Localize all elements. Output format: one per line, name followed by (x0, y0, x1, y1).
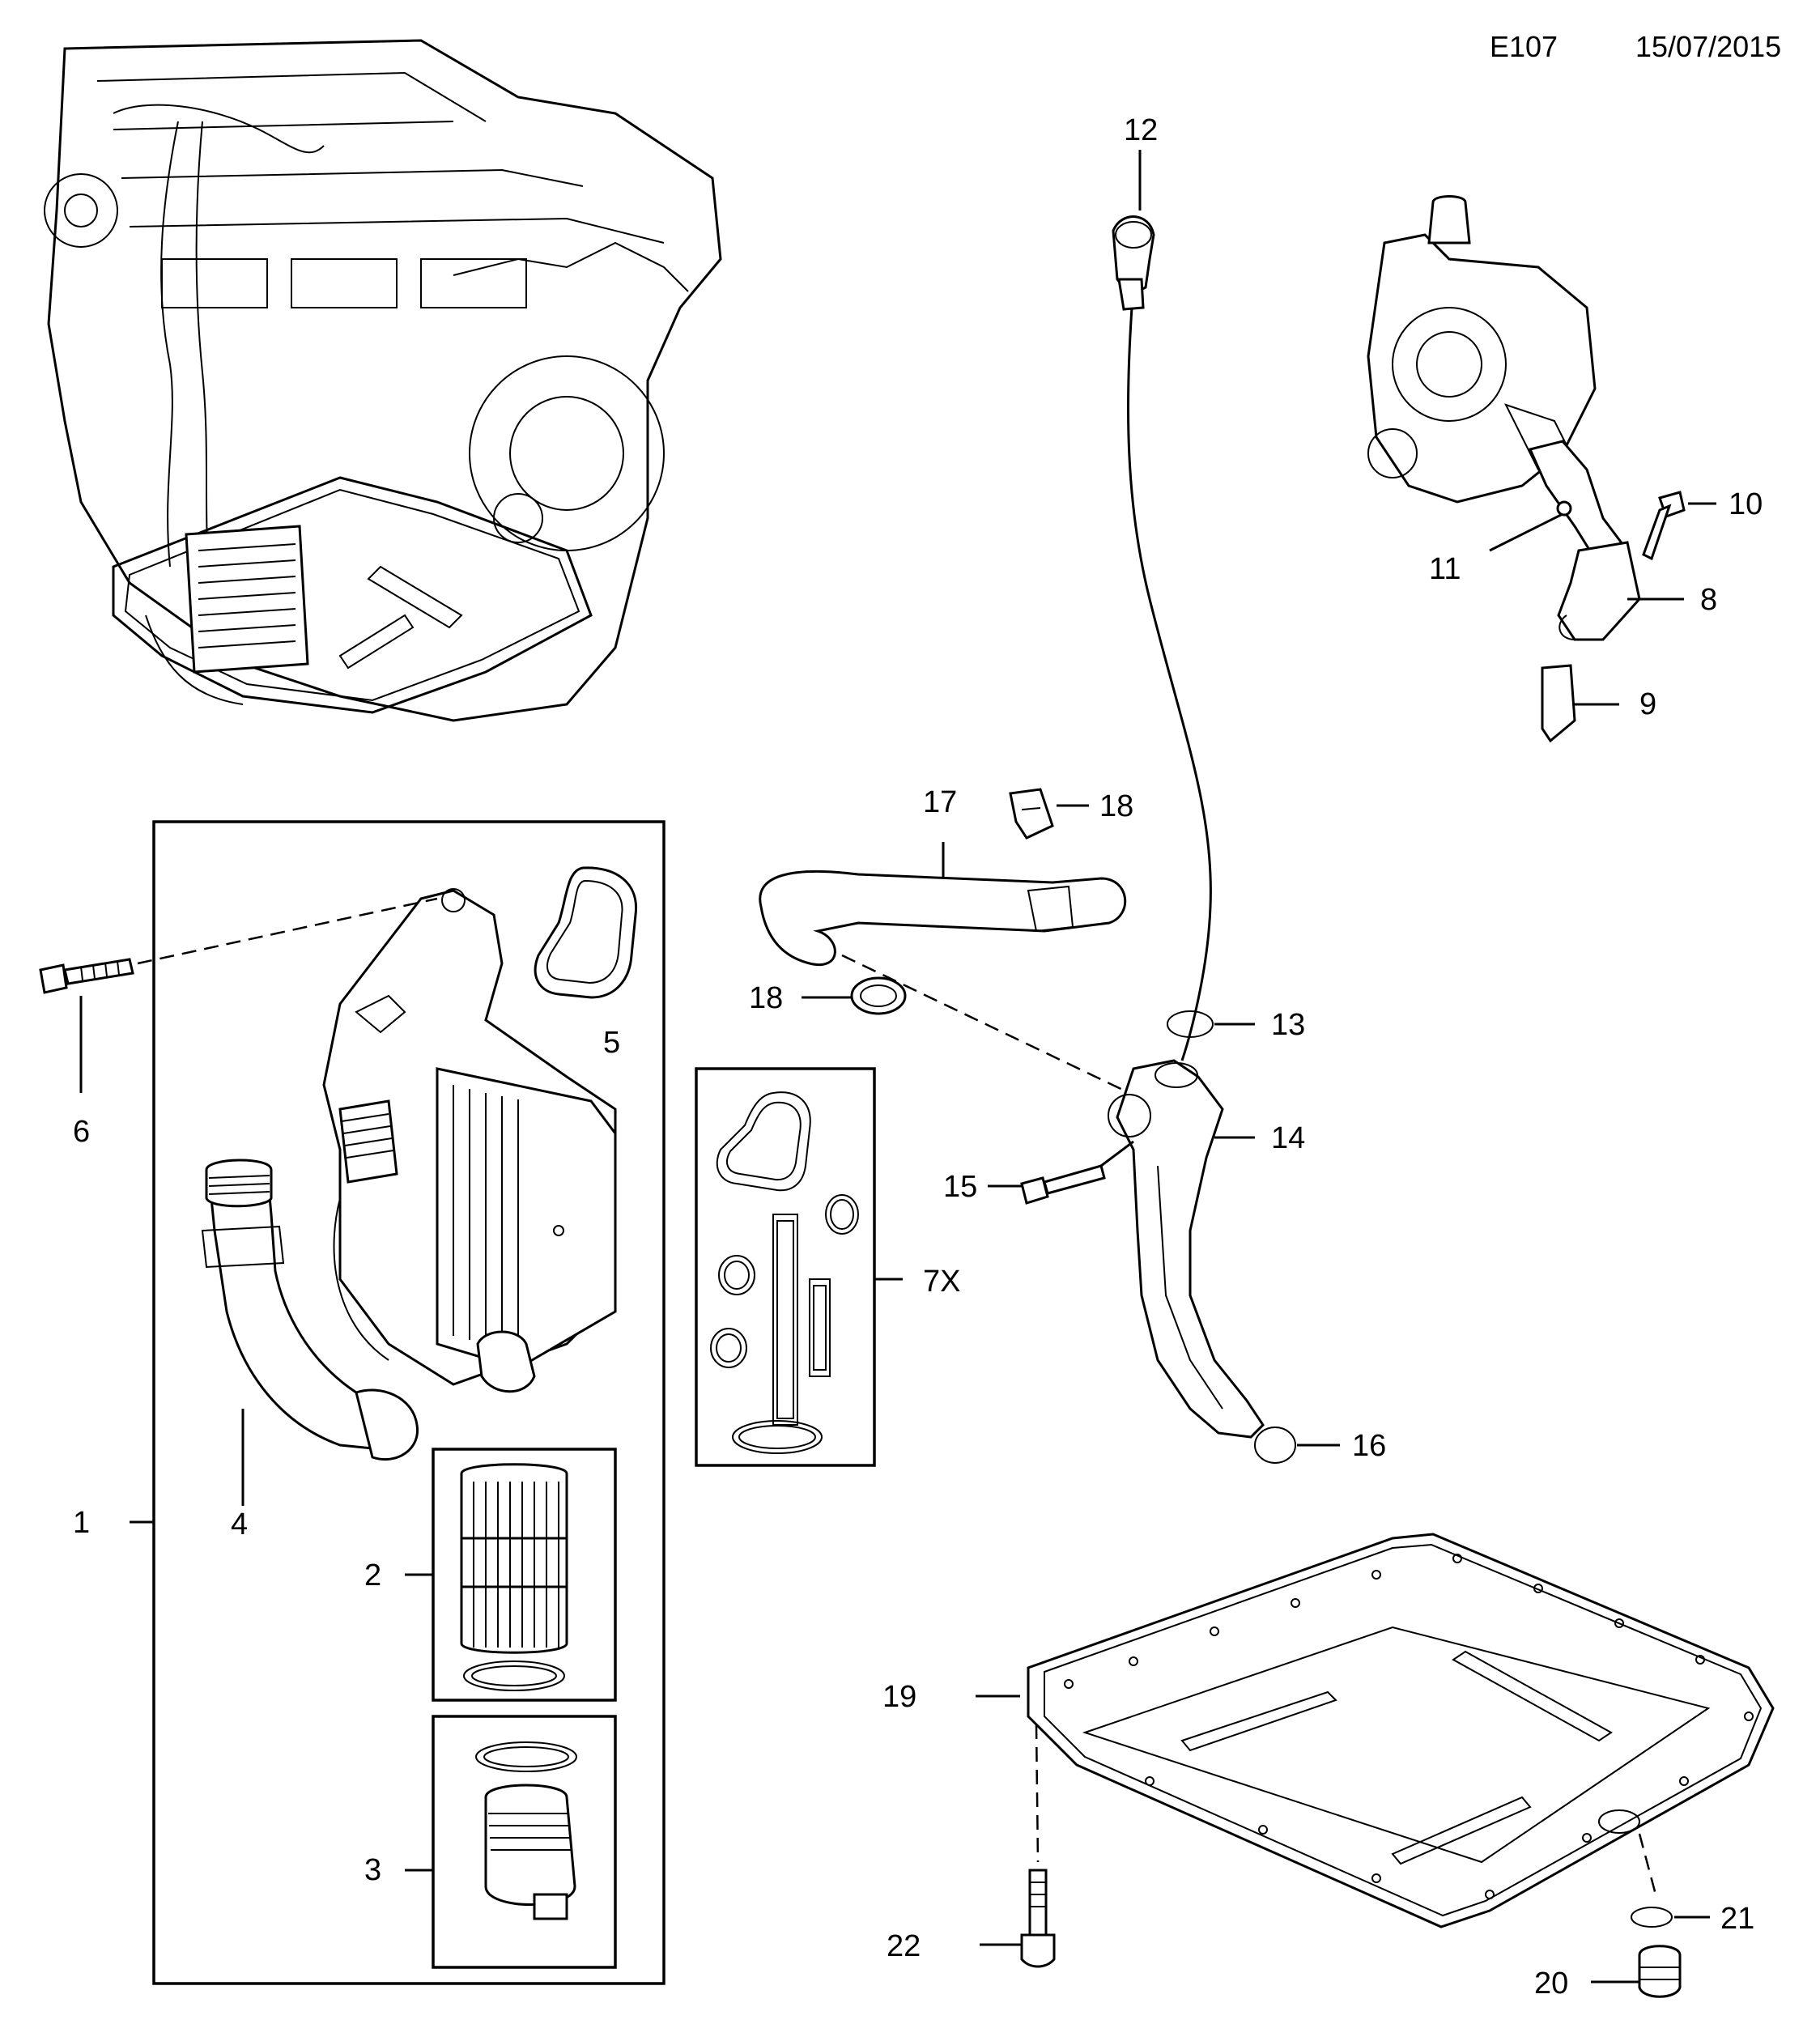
callout-14: 14 (1271, 1121, 1305, 1155)
callout-6: 6 (73, 1115, 90, 1149)
callout-20: 20 (1534, 1967, 1568, 2001)
part-22-bolt (1020, 1869, 1056, 1968)
callout-1: 1 (73, 1506, 90, 1540)
callout-2: 2 (364, 1558, 381, 1592)
part-21-washer (1631, 1907, 1673, 1928)
part-18-clamp-top (1009, 788, 1054, 840)
part-3-filter-cap (475, 1741, 577, 1920)
callout-3: 3 (364, 1853, 381, 1887)
callout-16: 16 (1352, 1429, 1386, 1463)
part-17-breather-hose (759, 870, 1127, 967)
hose-to-filler-dashed (841, 954, 1130, 1095)
part-19-oil-pan (1027, 1533, 1775, 1928)
part-21-leader-dashed (1638, 1833, 1657, 1895)
callout-8: 8 (1700, 583, 1717, 617)
gasket-kit-box (695, 1067, 876, 1467)
part-10-bolt (1642, 491, 1686, 561)
callout-18-top: 18 (1099, 789, 1133, 823)
engine-overview-illustration (44, 39, 722, 722)
diagram-date: 15/07/2015 (1635, 30, 1781, 63)
part-14-oil-filler-tube (1108, 1059, 1265, 1439)
part-4-pipe (201, 1159, 419, 1461)
callout-22: 22 (887, 1929, 921, 1963)
callout-11: 11 (1429, 552, 1461, 586)
oil-filter-housing (322, 888, 617, 1393)
part-18-clamp-bottom (850, 976, 907, 1015)
part-2-filter-element (460, 1463, 568, 1691)
callout-7x: 7X (923, 1265, 960, 1299)
callout-9: 9 (1639, 687, 1656, 721)
part-22-leader-dashed (1035, 1724, 1040, 1863)
part-20-drain-plug (1638, 1945, 1682, 1998)
part-9-hose (1541, 664, 1576, 743)
assembly-box-1 (152, 820, 665, 1985)
part-11-washer (1556, 500, 1572, 517)
callout-21: 21 (1720, 1902, 1754, 1936)
part-16-o-ring (1254, 1427, 1296, 1464)
callout-19: 19 (882, 1680, 916, 1714)
part-15-leader-2 (1100, 1140, 1134, 1167)
callout-12: 12 (1124, 113, 1158, 147)
part-13-o-ring (1167, 1010, 1214, 1038)
part-5-gasket (534, 866, 638, 999)
callout-18-bottom: 18 (749, 981, 783, 1015)
callout-13: 13 (1271, 1008, 1305, 1042)
part-6-bolt (39, 958, 134, 994)
callout-10: 10 (1729, 487, 1763, 521)
callout-4: 4 (231, 1507, 248, 1541)
part-6-leader-dashed (137, 897, 438, 965)
callout-5: 5 (603, 1026, 620, 1060)
part-3-box (432, 1715, 617, 1969)
part-15-bolt (1020, 1164, 1106, 1205)
turbocharger-illustration (1367, 195, 1597, 504)
diagram-code: E107 (1490, 30, 1558, 63)
gasket-kit-7x (710, 1091, 859, 1454)
callout-15: 15 (943, 1170, 977, 1204)
part-11-leader (1489, 512, 1563, 552)
callout-17: 17 (923, 785, 957, 819)
part-8-oil-return-pipe (1528, 440, 1641, 641)
part-12-dipstick (1112, 215, 1212, 1061)
